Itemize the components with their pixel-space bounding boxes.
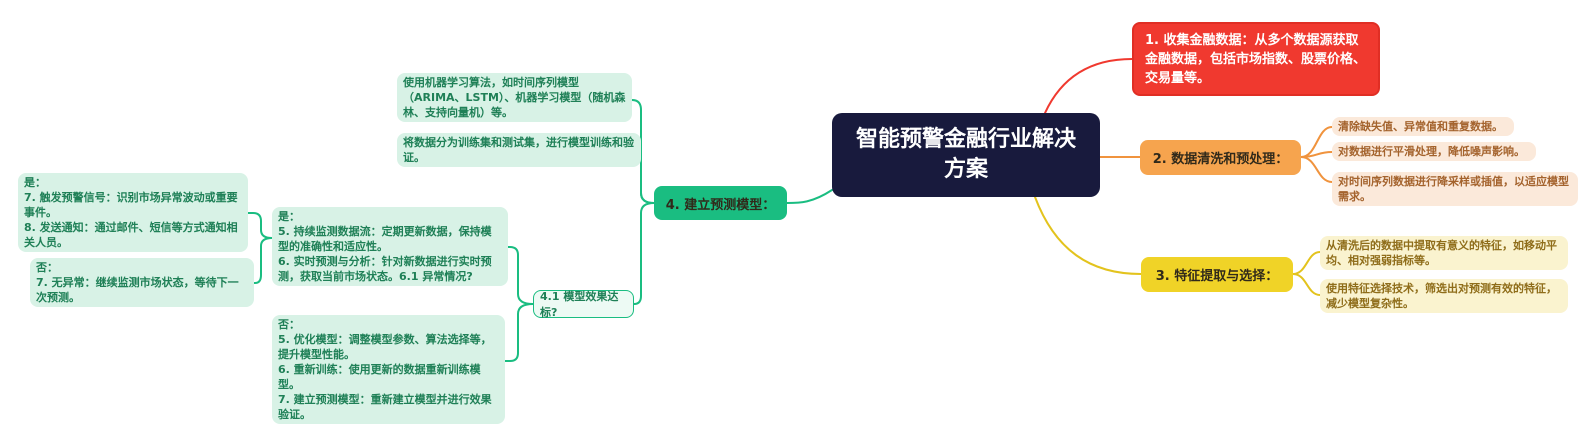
anomaly-no-continue[interactable]: 否： 7. 无异常：继续监测市场状态，等待下一次预测。: [30, 258, 254, 307]
connector-branch3-child-2: [1292, 273, 1321, 296]
branch-3-feature-extraction[interactable]: 3. 特征提取与选择：: [1141, 257, 1293, 292]
connector-center-to-branch-3: [1034, 196, 1142, 275]
connector-branch2-child-3: [1300, 156, 1333, 183]
decision-yes-monitoring[interactable]: 是： 5. 持续监测数据流：定期更新数据，保持模型的准确性和适应性。 6. 实时…: [272, 207, 508, 286]
connector-branch2-child-2: [1300, 151, 1333, 158]
branch-2-data-cleaning[interactable]: 2. 数据清洗和预处理：: [1140, 140, 1301, 175]
branch-4-child-algorithms[interactable]: 使用机器学习算法，如时间序列模型（ARIMA、LSTM）、机器学习模型（随机森林…: [397, 73, 632, 122]
connector-anomaly-yes: [247, 212, 273, 239]
connector-branch3-child-1: [1292, 251, 1321, 275]
branch-3-child-feature-selection[interactable]: 使用特征选择技术，筛选出对预测有效的特征，减少模型复杂性。: [1320, 279, 1568, 313]
branch-1-collect-data[interactable]: 1. 收集金融数据：从多个数据源获取金融数据，包括市场指数、股票价格、交易量等。: [1132, 22, 1380, 96]
connector-decision-yes: [507, 246, 534, 305]
connector-branch4-decision: [633, 202, 655, 305]
branch-2-child-smoothing[interactable]: 对数据进行平滑处理，降低噪声影响。: [1332, 142, 1536, 161]
connector-anomaly-no: [253, 237, 273, 284]
decision-no-optimize[interactable]: 否： 5. 优化模型：调整模型参数、算法选择等，提升模型性能。 6. 重新训练：…: [272, 315, 505, 424]
connector-center-to-branch-4: [786, 189, 833, 204]
branch-4-build-model[interactable]: 4. 建立预测模型：: [654, 186, 787, 220]
branch-4-child-train-test-split[interactable]: 将数据分为训练集和测试集，进行模型训练和验证。: [397, 133, 641, 167]
central-topic[interactable]: 智能预警金融行业解决方案: [832, 113, 1100, 197]
decision-model-effective[interactable]: 4.1 模型效果达标?: [533, 290, 634, 319]
anomaly-yes-alert[interactable]: 是： 7. 触发预警信号：识别市场异常波动或重要事件。 8. 发送通知：通过邮件…: [18, 173, 248, 252]
branch-3-child-extract-features[interactable]: 从清洗后的数据中提取有意义的特征，如移动平均、相对强弱指标等。: [1320, 236, 1568, 270]
connector-decision-no: [504, 303, 534, 362]
connector-center-to-branch-1: [1044, 58, 1133, 114]
branch-2-child-resampling[interactable]: 对时间序列数据进行降采样或插值，以适应模型需求。: [1332, 172, 1578, 206]
branch-2-child-remove-missing[interactable]: 清除缺失值、异常值和重复数据。: [1332, 117, 1514, 136]
